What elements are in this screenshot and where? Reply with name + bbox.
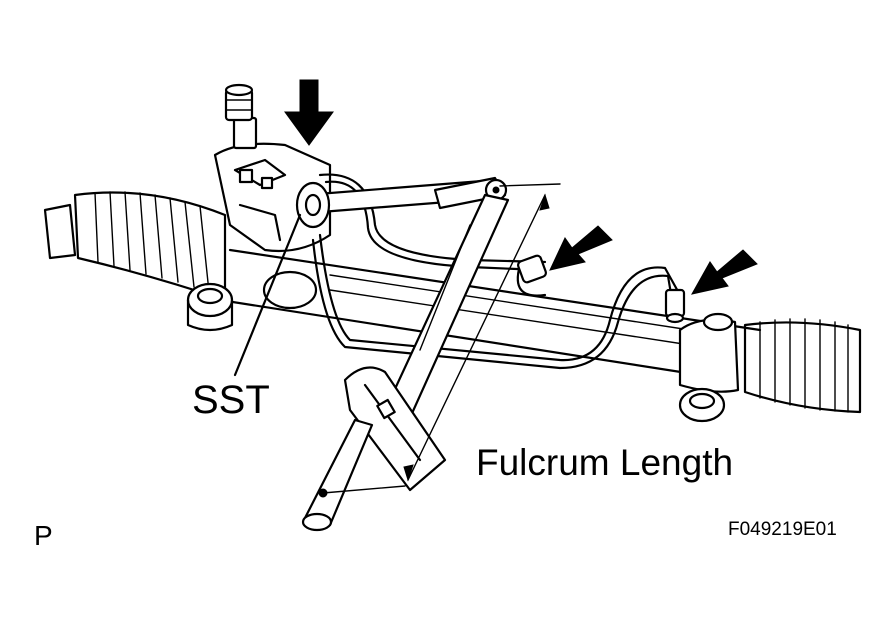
corner-mark: P xyxy=(34,520,53,551)
right-mount xyxy=(678,312,740,423)
line-fittings xyxy=(516,254,686,324)
diagonal-arrow-icon xyxy=(691,249,758,295)
sst-tool xyxy=(295,176,510,442)
figure-code: F049219E01 xyxy=(728,519,837,540)
left-bellows-boot xyxy=(43,191,227,302)
down-arrow-icon xyxy=(284,79,334,146)
diagonal-arrow-icon xyxy=(549,225,613,271)
valve-housing xyxy=(213,83,332,253)
sst-label: SST xyxy=(192,378,270,422)
fulcrum-length-label: Fulcrum Length xyxy=(476,442,734,483)
sst-leader xyxy=(233,213,302,377)
torque-wrench xyxy=(301,366,447,532)
right-bellows-boot xyxy=(743,318,862,414)
left-mount xyxy=(186,270,318,332)
fulcrum-dimension xyxy=(403,183,561,482)
